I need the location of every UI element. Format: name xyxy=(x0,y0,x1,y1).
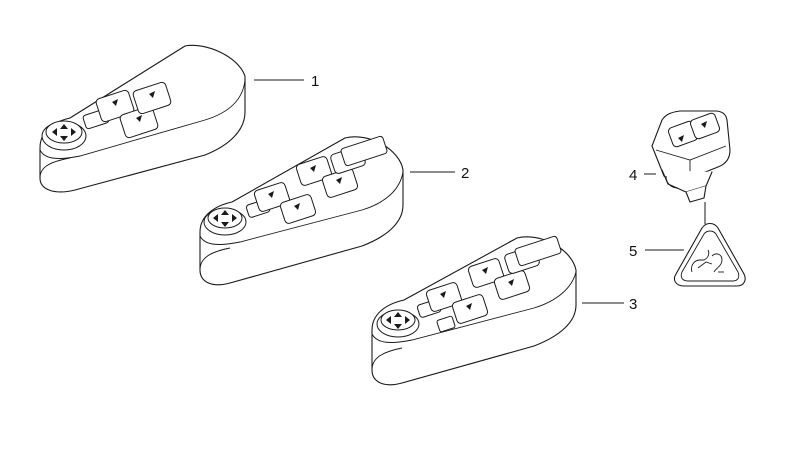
window-switch-panel-4-button-a xyxy=(199,135,404,286)
window-switch-panel-4-button-b xyxy=(371,235,577,386)
mirror-joystick xyxy=(376,309,420,338)
single-window-switch xyxy=(651,110,731,203)
window-switch xyxy=(132,81,172,115)
callout-3: 3 xyxy=(629,296,637,313)
window-switch xyxy=(493,270,531,300)
warning-label xyxy=(673,222,746,287)
mirror-joystick xyxy=(41,120,87,151)
window-switch xyxy=(119,105,159,139)
callout-4: 4 xyxy=(629,167,637,184)
window-switch xyxy=(321,168,359,198)
hand-pinch-icon xyxy=(691,249,724,273)
window-switch-panel-2-button xyxy=(39,44,246,193)
window-switch xyxy=(451,294,489,324)
callout-5: 5 xyxy=(629,243,637,260)
mirror-joystick xyxy=(203,207,247,236)
callout-2: 2 xyxy=(461,165,469,182)
window-switch xyxy=(279,194,317,224)
callout-1: 1 xyxy=(311,73,319,90)
